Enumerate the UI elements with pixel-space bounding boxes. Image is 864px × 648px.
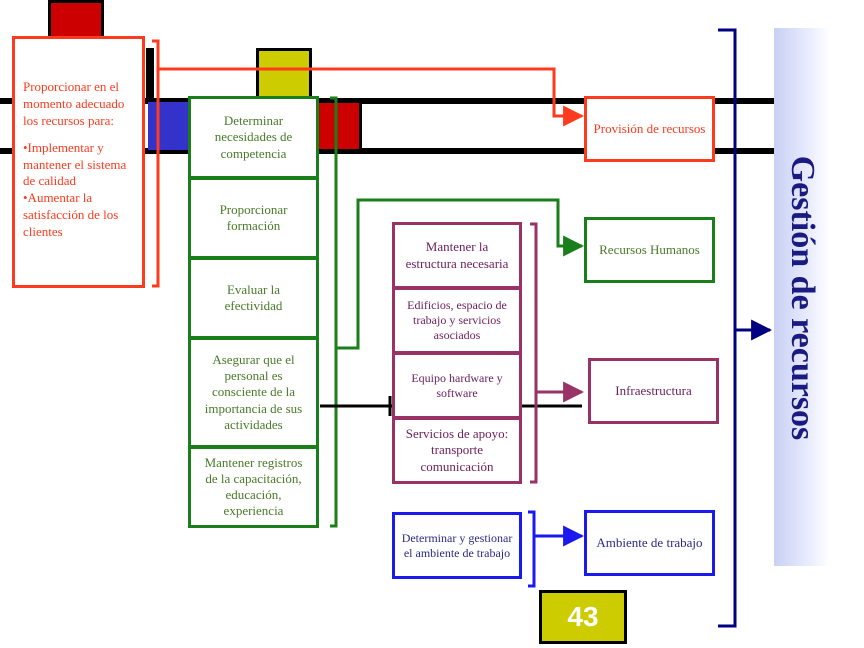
green-arrow bbox=[336, 198, 585, 350]
horizontal-band-top bbox=[0, 98, 776, 104]
intro-bullet: •Implementar y mantener el sistema de ca… bbox=[23, 139, 127, 189]
purple-bracket bbox=[530, 222, 538, 484]
blue-bracket bbox=[528, 510, 536, 588]
page-number: 43 bbox=[539, 590, 627, 644]
outcome-human-resources: Recursos Humanos bbox=[584, 217, 715, 283]
deco-bar-black bbox=[146, 48, 154, 100]
intro-bullet: •Aumentar la satisfacción de los cliente… bbox=[23, 190, 119, 240]
intro-bullets: •Implementar y mantener el sistema de ca… bbox=[23, 140, 136, 241]
intro-box: Proporcionar en el momento adecuado los … bbox=[12, 36, 145, 288]
horizontal-band-bottom bbox=[0, 148, 776, 154]
red-bracket bbox=[152, 39, 160, 288]
infra-item-equipment: Equipo hardware y software bbox=[392, 352, 522, 419]
competence-step-training: Proporcionar formación bbox=[188, 177, 319, 259]
outcome-infrastructure: Infraestructura bbox=[588, 358, 719, 424]
green-bracket bbox=[330, 96, 338, 528]
infra-item-structure: Mantener la estructura necesaria bbox=[392, 222, 522, 289]
navy-bracket bbox=[718, 28, 737, 628]
outcome-work-environment: Ambiente de trabajo bbox=[584, 510, 715, 576]
title-bar bbox=[774, 28, 830, 566]
deco-square-blue bbox=[148, 102, 194, 150]
outcome-provision: Provisión de recursos bbox=[584, 96, 715, 162]
intro-text: Proporcionar en el momento adecuado los … bbox=[23, 79, 125, 128]
red-arrow bbox=[158, 67, 585, 127]
infra-item-buildings: Edificios, espacio de trabajo y servicio… bbox=[392, 287, 522, 354]
environment-item: Determinar y gestionar el ambiente de tr… bbox=[392, 512, 522, 579]
competence-step-evaluate: Evaluar la efectividad bbox=[188, 257, 319, 339]
competence-step-awareness: Asegurar que el personal es consciente d… bbox=[188, 337, 319, 448]
infra-item-services: Servicios de apoyo: transporte comunicac… bbox=[392, 417, 522, 484]
competence-step-determine: Determinar necesidades de competencia bbox=[188, 96, 319, 179]
competence-step-records: Mantener registros de la capacitación, e… bbox=[188, 446, 319, 528]
page-title: Gestión de recursos bbox=[784, 155, 821, 441]
